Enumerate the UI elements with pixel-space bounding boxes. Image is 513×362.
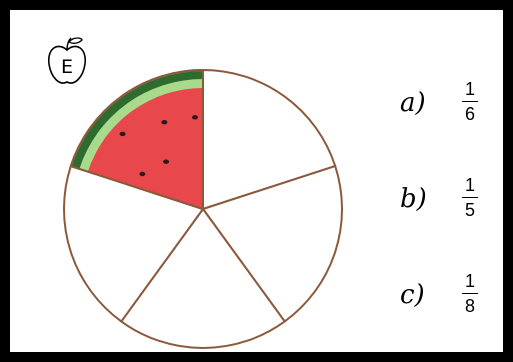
watermelon-seed [139, 171, 146, 177]
option-b[interactable]: b) 1 5 [392, 168, 502, 228]
option-a-denominator: 6 [464, 104, 475, 124]
option-a-numerator: 1 [464, 79, 475, 99]
option-c-fraction: 1 8 [462, 272, 478, 317]
option-b-numerator: 1 [464, 175, 475, 195]
option-a-fraction: 1 6 [462, 80, 478, 125]
option-b-denominator: 5 [464, 200, 475, 220]
watermelon-seed [191, 115, 198, 120]
logo-letter: E [61, 56, 73, 78]
option-a-label: a) [400, 88, 426, 118]
pie-slice [119, 207, 287, 349]
fraction-bar [462, 293, 478, 294]
pie-slice [201, 164, 343, 323]
watermelon-seed [119, 131, 126, 137]
watermelon-seed [161, 120, 168, 125]
watermelon-flesh [87, 88, 203, 209]
option-a[interactable]: a) 1 6 [392, 72, 502, 132]
pie-slice [63, 164, 205, 323]
pie-chart [63, 68, 343, 349]
option-b-label: b) [400, 184, 427, 214]
apple-logo-icon: E [48, 37, 86, 84]
watermelon-slice-outline [69, 68, 204, 211]
option-c[interactable]: c) 1 8 [392, 264, 502, 324]
pie-slice [202, 68, 337, 211]
fraction-bar [462, 197, 478, 198]
fraction-bar [462, 101, 478, 102]
option-c-denominator: 8 [464, 296, 475, 316]
option-b-fraction: 1 5 [462, 176, 478, 221]
watermelon-seed [163, 159, 170, 164]
option-c-numerator: 1 [464, 271, 475, 291]
option-c-label: c) [400, 280, 425, 310]
